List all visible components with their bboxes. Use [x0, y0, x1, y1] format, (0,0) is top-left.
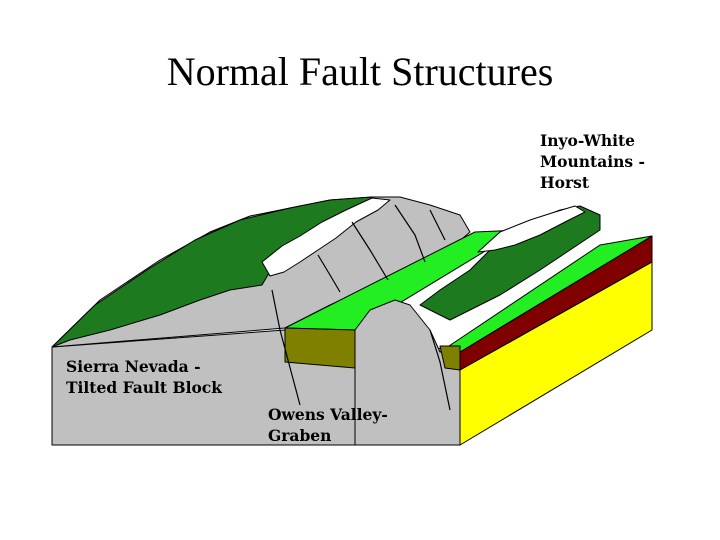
horst-label-line-2: Mountains -	[540, 152, 645, 171]
tilted-block-label-line-2: Tilted Fault Block	[66, 378, 222, 397]
horst-label-line-1: Inyo-White	[540, 131, 636, 150]
page-title: Normal Fault Structures	[166, 49, 554, 94]
fault-line-east	[429, 329, 451, 411]
horst-label-line-3: Horst	[540, 173, 590, 192]
graben-sediment	[284, 327, 356, 369]
tilted-block-label: Sierra Nevada - Tilted Fault Block	[66, 356, 222, 398]
ridge-line-3	[394, 204, 426, 263]
horst-snow	[477, 205, 586, 253]
sierra-snow	[261, 197, 391, 277]
ridge-line-4	[429, 209, 446, 241]
graben-label-line-1: Owens Valley-	[268, 405, 388, 424]
fault-line-west	[271, 289, 301, 406]
horst-label: Inyo-White Mountains - Horst	[540, 130, 645, 193]
horst-sediment	[439, 345, 461, 371]
ridge-line-1	[317, 254, 341, 293]
graben-rock	[354, 299, 461, 446]
ridge-line-2	[351, 221, 389, 281]
graben-label-line-2: Graben	[268, 426, 332, 445]
horst-block	[419, 205, 601, 321]
graben-label: Owens Valley- Graben	[268, 404, 388, 446]
tilted-block-label-line-1: Sierra Nevada -	[66, 357, 201, 376]
